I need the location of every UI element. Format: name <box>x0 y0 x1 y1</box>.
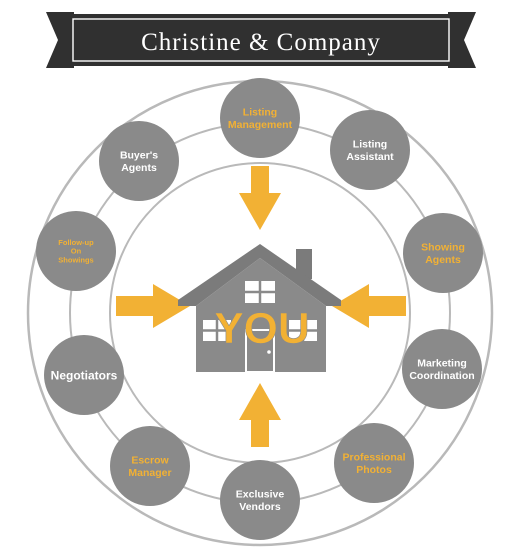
house-right-window <box>289 320 317 341</box>
node-label-line: Management <box>228 119 293 131</box>
title-banner: Christine & Company <box>46 12 476 68</box>
node-label-line: Showing <box>421 242 465 254</box>
node-label-line: Listing <box>243 107 277 119</box>
house-roof <box>178 244 341 306</box>
node-circle <box>110 426 190 506</box>
house-door <box>245 329 275 373</box>
house-body <box>196 258 326 372</box>
banner-ribbon-right <box>448 12 476 68</box>
node-label-line: Manager <box>128 467 171 479</box>
node-label-line: On <box>71 247 82 256</box>
node-label-line: Follow-up <box>58 238 94 247</box>
arrow-left <box>116 284 190 328</box>
node-negotiators: Negotiators <box>44 335 124 415</box>
node-label-line: Buyer's <box>120 150 158 162</box>
service-nodes: ListingManagementListingAssistantShowing… <box>36 78 483 540</box>
node-label-line: Professional <box>342 452 405 464</box>
node-circle <box>402 329 482 409</box>
house-left-window <box>203 320 231 341</box>
house-icon: YOU <box>178 244 341 373</box>
node-label-line: Listing <box>353 139 387 151</box>
node-label-line: Agents <box>121 162 157 174</box>
banner-inner-border <box>72 18 450 62</box>
arrow-top <box>239 166 281 230</box>
node-circle <box>99 121 179 201</box>
node-label-line: Vendors <box>239 501 281 513</box>
node-circle <box>36 211 116 291</box>
chimney <box>296 249 312 279</box>
center-label: YOU <box>214 304 309 353</box>
house-upper-window <box>245 281 275 303</box>
node-circle <box>403 213 483 293</box>
node-circle <box>330 110 410 190</box>
banner-body <box>68 14 454 66</box>
node-label-line: Marketing <box>417 358 467 370</box>
node-label-line: Photos <box>356 464 392 476</box>
banner-ribbon-left <box>46 12 74 68</box>
arrow-bottom <box>239 383 281 447</box>
node-circle <box>334 423 414 503</box>
node-label-line: Coordination <box>409 370 474 382</box>
node-label-line: Assistant <box>346 151 394 163</box>
node-label-line: Agents <box>425 254 461 266</box>
node-label-line: Negotiators <box>51 368 118 382</box>
node-label-line: Showings <box>58 256 93 265</box>
node-circle <box>44 335 124 415</box>
arrow-right <box>332 284 406 328</box>
node-circle <box>220 78 300 158</box>
node-circle <box>220 460 300 540</box>
node-label-line: Exclusive <box>236 489 285 501</box>
node-label-line: Escrow <box>131 455 169 467</box>
banner-title: Christine & Company <box>141 29 381 56</box>
